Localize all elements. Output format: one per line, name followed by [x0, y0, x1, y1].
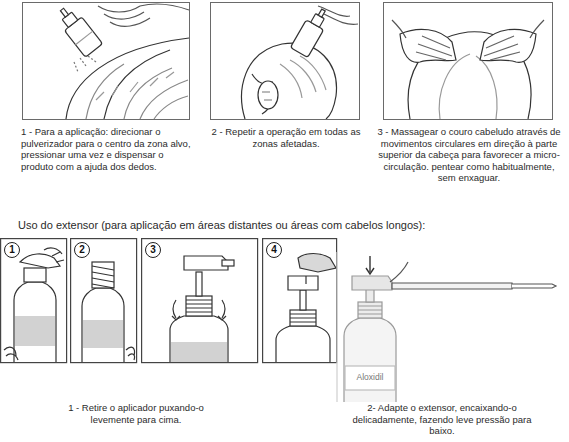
bottle-step-2-part [92, 266, 114, 288]
section-heading: Uso do extensor (para aplicação em áreas… [18, 219, 425, 232]
bottle-step-2-part [92, 262, 114, 288]
head-spray-illustration-part [154, 96, 188, 119]
bottle-step-3-part [196, 272, 202, 296]
extensor-illustration [337, 252, 556, 402]
head-top-illustration [242, 5, 358, 119]
bottle-step-1-part [44, 248, 62, 254]
bottle-step-1-part [4, 347, 18, 360]
head-top-illustration-part [290, 5, 332, 57]
bottle-step-3-part [184, 256, 228, 270]
bottle-step-4 [276, 254, 336, 363]
bottle-step-3-part [170, 316, 228, 362]
illustration-panel: 3 - Massagear o couro cabeludo através d… [383, 2, 553, 120]
massage-illustration-part [400, 29, 456, 62]
bottle-step-4-part [276, 326, 330, 362]
bottle-step-4-part [300, 290, 306, 310]
step-frame-part [71, 239, 137, 363]
callout-number: 4 [266, 242, 282, 258]
extensor-illustration-part [366, 268, 374, 274]
bottle-step-4-part [290, 310, 316, 326]
extensor-illustration-part [345, 366, 395, 390]
massage-illustration-part [439, 54, 497, 119]
head-top-illustration-part [258, 81, 278, 109]
step-frame [1, 239, 337, 363]
head-spray-illustration-part [104, 50, 170, 119]
head-top-illustration-part [280, 56, 326, 98]
extensor-illustration-part [344, 318, 396, 402]
bottle-step-3-part [186, 296, 212, 316]
bottle-step-1-part [14, 282, 56, 362]
head-spray-illustration-part [96, 72, 174, 100]
bottle-step-4-part [305, 276, 306, 284]
callout-number-text: 3 [150, 245, 156, 255]
callout-number-text: 4 [271, 245, 277, 255]
bottle-step-1 [4, 248, 64, 362]
massage-illustration-part [392, 20, 544, 38]
bottle-step-3-part [186, 300, 212, 312]
head-top-illustration-part [262, 92, 272, 100]
extensor-illustration-part [369, 256, 370, 272]
bottle-step-2-part [82, 288, 124, 362]
bottle-step-1-part [15, 316, 55, 346]
callout-number-text: 2 [79, 245, 85, 255]
head-spray-illustration [53, 3, 189, 119]
head-spray-illustration-part [86, 64, 124, 119]
callout-number: 2 [74, 242, 90, 258]
bottle-step-1-part [52, 252, 64, 262]
bottle-step-3-part [218, 300, 226, 320]
bottle-step-2 [82, 262, 135, 362]
step-caption: 3 - Massagear o couro cabeludo através d… [374, 126, 564, 184]
step-caption: 1 - Para a aplicação: direcionar o pulve… [21, 126, 195, 172]
extensor-illustration-part [336, 252, 337, 402]
bottle-step-2-part [83, 320, 123, 348]
step-frame-part [142, 239, 258, 363]
head-spray-illustration-part [98, 6, 150, 26]
bottle-step-3-part [172, 300, 180, 320]
head-top-illustration-part [242, 43, 337, 119]
head-spray-illustration-part [53, 3, 102, 58]
head-top-illustration-part [318, 6, 358, 24]
massage-illustration-part [484, 36, 520, 60]
head-top-illustration-part [318, 9, 325, 17]
step-frame-part [1, 239, 67, 363]
massage-illustration [392, 20, 544, 119]
extensor-illustration-part [352, 276, 392, 290]
head-spray-illustration-part [124, 68, 172, 119]
extensor-illustration-part [358, 302, 382, 318]
extensor-illustration-part [390, 262, 408, 282]
bottle-step-1-part [24, 268, 46, 282]
callout-number-text: 1 [9, 245, 15, 255]
massage-illustration-part [416, 36, 452, 60]
head-spray-illustration-part [60, 8, 68, 17]
bottle-step-4-part [298, 254, 336, 273]
extensor-illustration-part [512, 284, 556, 288]
step-caption: 1 - Retire o aplicador puxando-o levemen… [48, 402, 224, 425]
bottle-step-4-part [290, 314, 316, 322]
illustration-panel: 1 - Para a aplicação: direcionar o pulve… [22, 2, 190, 120]
bottle-step-4-part [288, 276, 318, 290]
head-spray-illustration-part [140, 80, 188, 119]
head-spray-illustration-part [75, 31, 92, 45]
step-frame-part [263, 239, 337, 363]
bottle-step-3-part [222, 260, 234, 266]
step-caption: 2 - Repetir a operação em todas as zonas… [205, 126, 367, 149]
callout-number: 3 [145, 242, 161, 258]
head-spray-illustration-part [74, 56, 96, 72]
head-spray-illustration-part [140, 4, 189, 10]
extensor-illustration-part [358, 306, 382, 314]
massage-illustration-part [480, 29, 536, 62]
bottle-step-3-part [171, 342, 227, 362]
callout-number: 1 [4, 242, 20, 258]
bottle-step-3 [170, 256, 234, 362]
step-caption: 2- Adapte o extensor, encaixando-o delic… [346, 402, 538, 437]
bottle-step-1-part [20, 254, 60, 268]
bottle-label: Aloxidil [347, 372, 393, 382]
bottle-step-2-part [126, 347, 135, 360]
illustration-panel: 2 - Repetir a operação em todas as zonas… [210, 2, 360, 120]
extensor-illustration-part [392, 283, 512, 289]
